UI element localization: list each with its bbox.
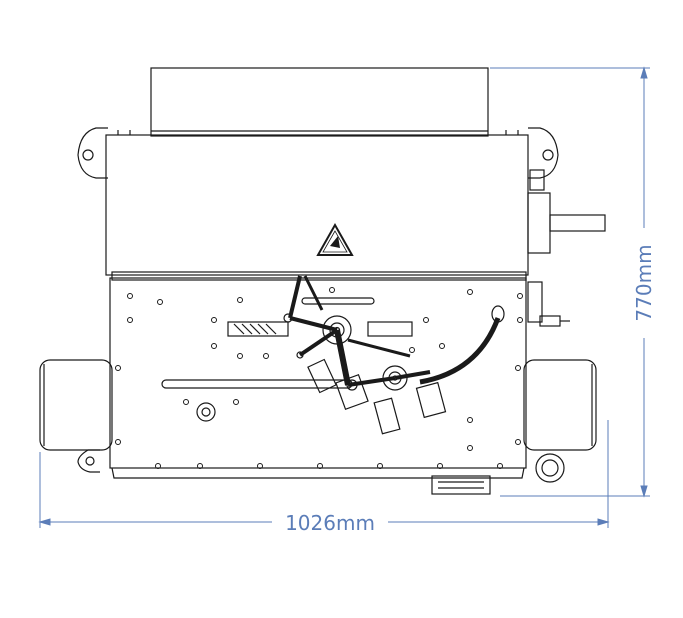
upper-cover	[105, 134, 529, 276]
drive-shaft	[549, 214, 606, 232]
main-body	[109, 277, 527, 469]
right-mount-lug	[528, 127, 559, 179]
width-dimension-label: 1026mm	[285, 511, 375, 535]
left-side-drum	[39, 359, 113, 451]
curved-arm	[419, 317, 501, 385]
label-plate	[431, 475, 491, 495]
top-hopper	[150, 67, 489, 137]
access-port	[196, 402, 216, 422]
tensioner-linkage	[283, 275, 447, 435]
left-mount-lug	[77, 127, 108, 179]
guide-rod	[161, 379, 353, 389]
warning-triangle-icon	[316, 222, 354, 256]
coupling-ring	[535, 453, 565, 483]
left-mount-hole	[82, 149, 94, 161]
right-side-drum	[523, 359, 597, 451]
right-mount-hole	[542, 149, 554, 161]
height-dimension-label: 770mm	[632, 244, 656, 321]
right-gearbox	[527, 192, 551, 254]
